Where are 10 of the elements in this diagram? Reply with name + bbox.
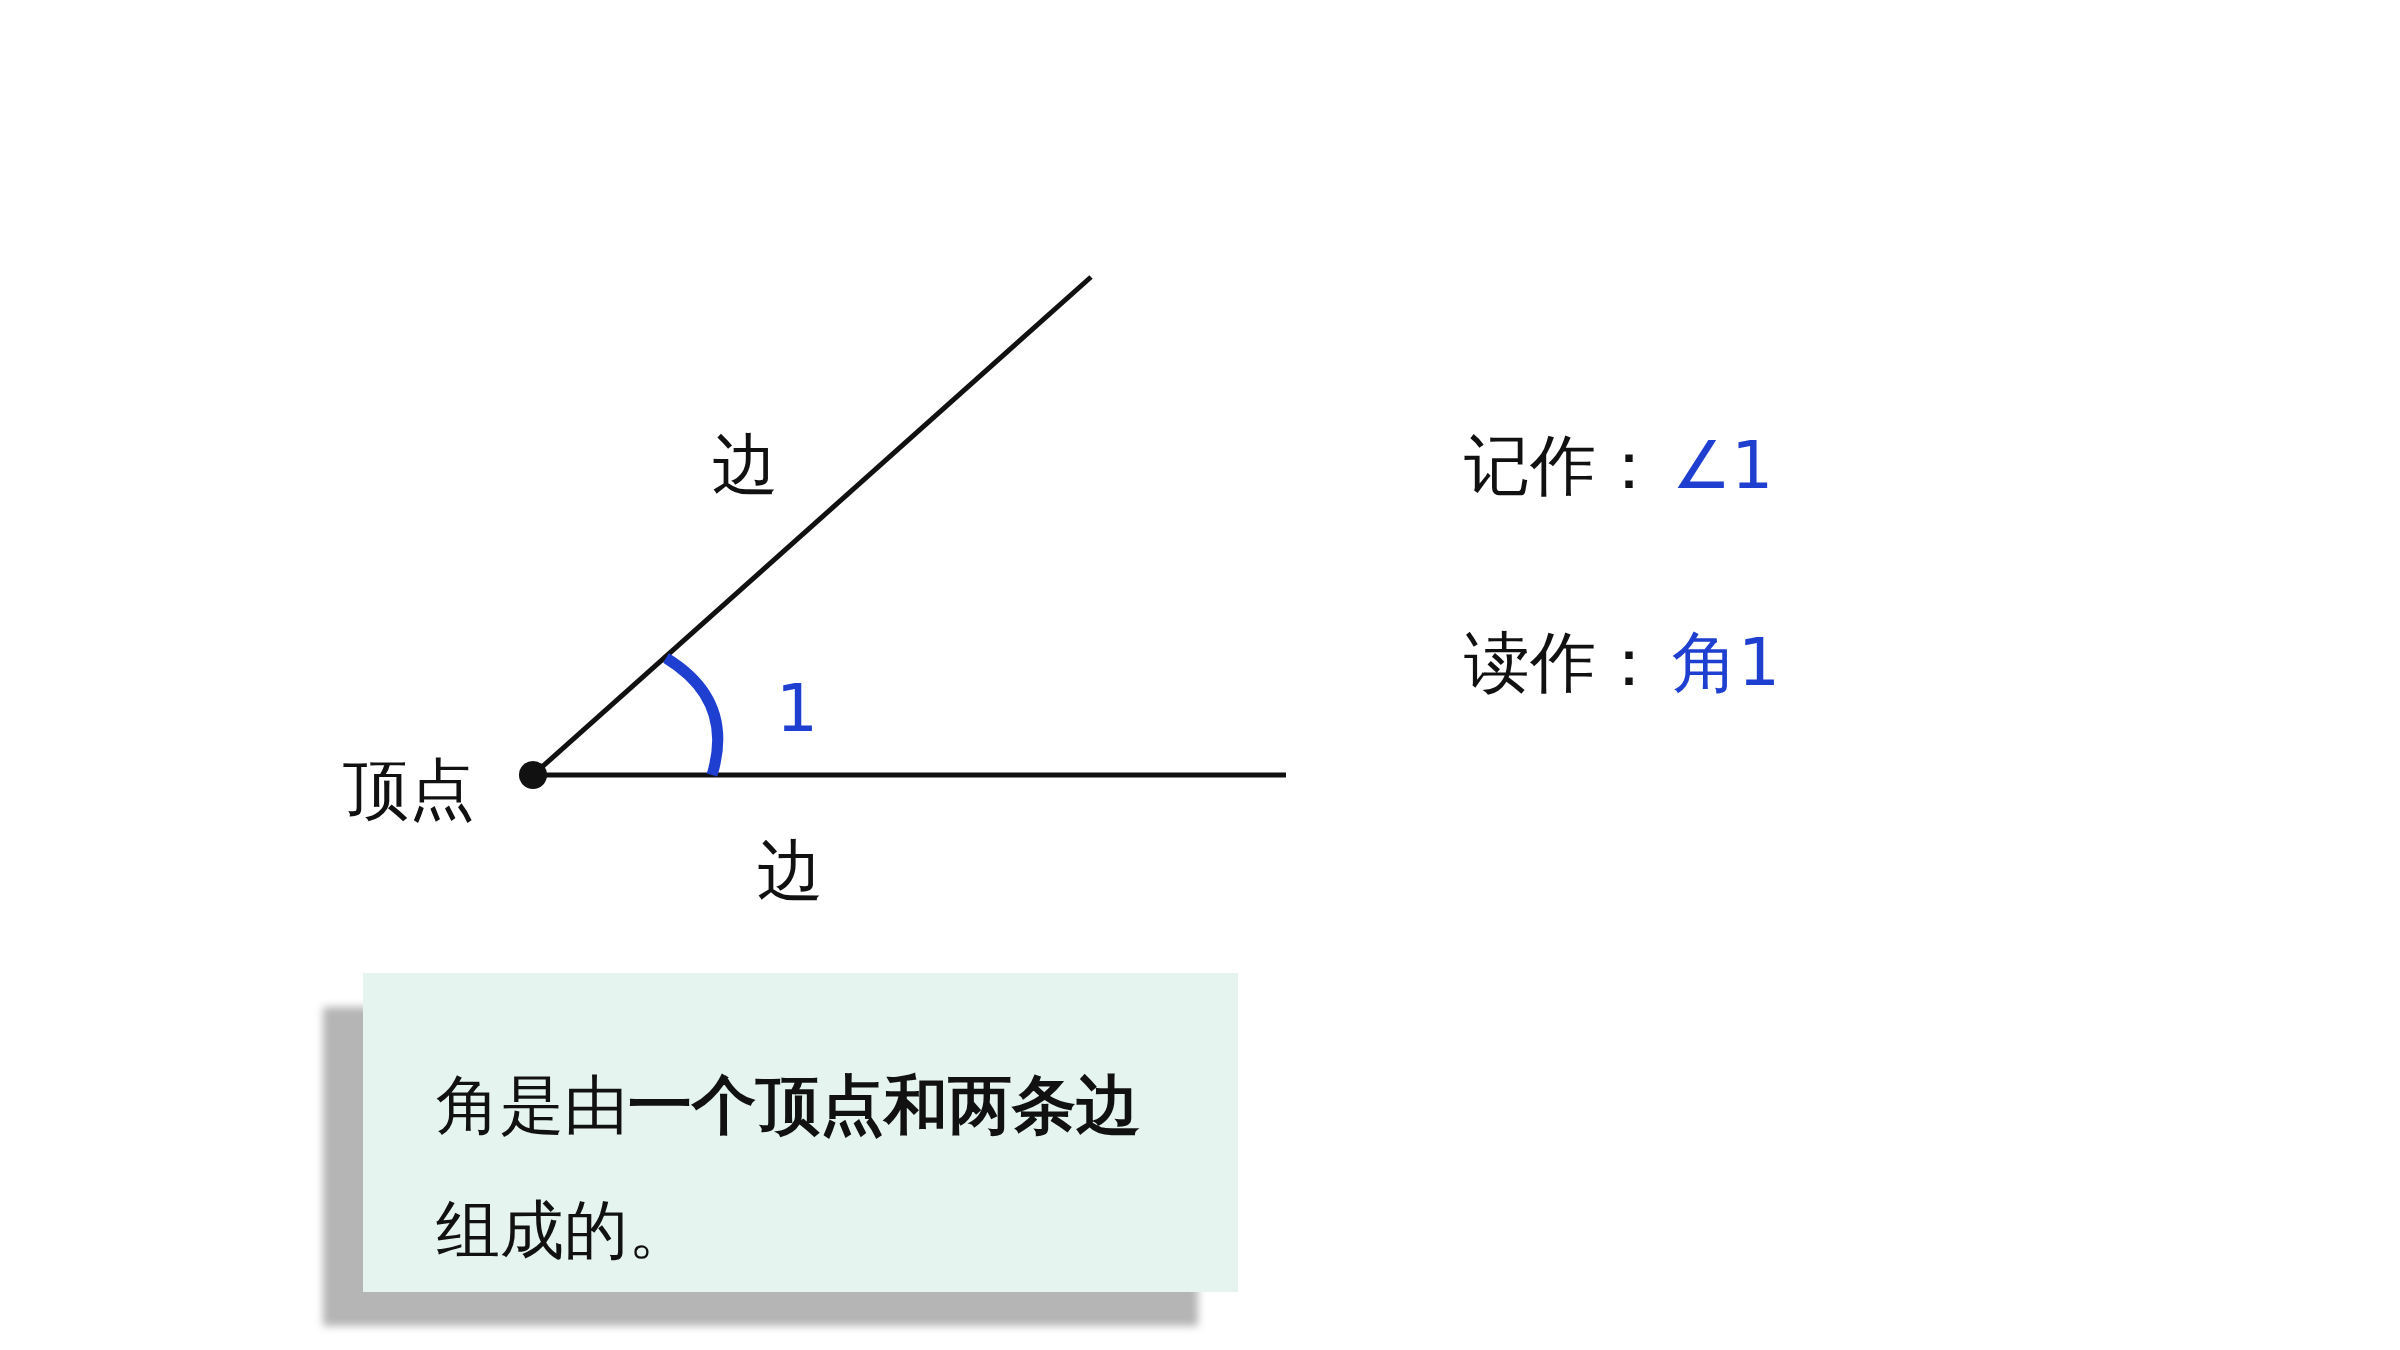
angle-number: 1 [776, 676, 818, 742]
reading-label: 读作： [1464, 630, 1662, 696]
angle-reading-text: 角1 [1672, 630, 1780, 696]
side-label: 边 [712, 432, 778, 498]
side-label: 边 [757, 838, 823, 904]
definition-text: 角是由一个顶点和两条边组成的。 [436, 1067, 1141, 1269]
note-card [363, 973, 1238, 1292]
angle-symbol-text: ∠1 [1672, 433, 1774, 499]
vertex-label: 顶点 [343, 757, 475, 823]
notation-label: 记作： [1464, 433, 1662, 499]
